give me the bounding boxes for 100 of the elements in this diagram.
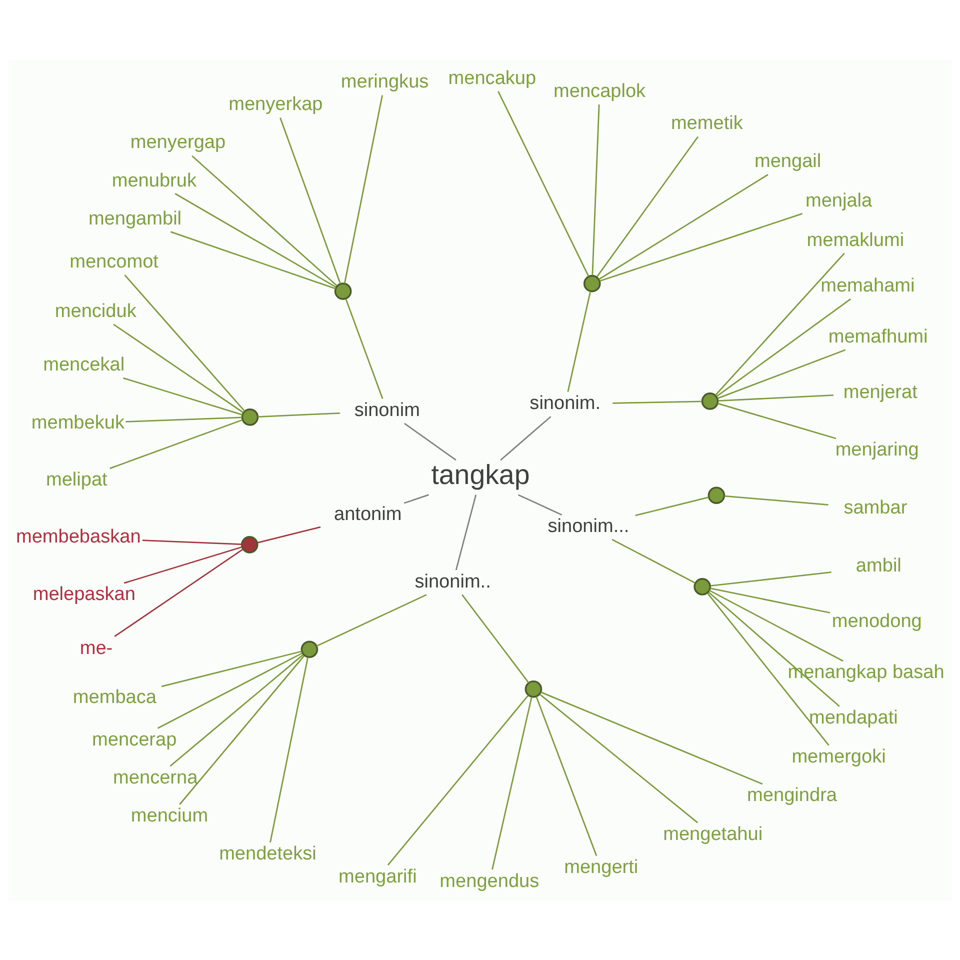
- connector: [404, 494, 429, 504]
- connector: [124, 546, 242, 584]
- connector: [161, 650, 302, 687]
- node-text: me-: [80, 637, 113, 658]
- node-text: memahami: [820, 274, 915, 296]
- node-circle: [241, 408, 259, 426]
- connector: [536, 696, 598, 856]
- connector: [612, 538, 696, 583]
- node-text: sinonim..: [414, 570, 491, 592]
- node-text: mendeteksi: [219, 843, 316, 864]
- connector: [126, 416, 242, 422]
- node-text: membebaskan: [16, 526, 141, 548]
- connector: [316, 594, 427, 646]
- node-text: mencaplok: [554, 80, 646, 102]
- connector: [600, 212, 802, 282]
- connector: [635, 496, 709, 516]
- connector: [598, 174, 768, 280]
- node-text: mendapati: [808, 706, 898, 728]
- connector: [345, 298, 384, 398]
- node-text: memetik: [670, 112, 743, 134]
- node-text: mencerap: [92, 728, 177, 750]
- connector: [344, 94, 383, 283]
- node-circle: [583, 274, 601, 292]
- node-text: sinonim.: [530, 392, 601, 414]
- node-text: mengambil: [88, 208, 182, 229]
- connector: [724, 494, 828, 506]
- connector: [716, 298, 851, 396]
- connector: [462, 594, 530, 683]
- node-text: memaklumi: [806, 229, 904, 250]
- node-circle: [701, 392, 719, 410]
- connector: [113, 323, 244, 413]
- node-circle: [334, 282, 352, 300]
- connector: [540, 694, 698, 823]
- connector: [110, 418, 243, 469]
- node-text: sambar: [844, 497, 908, 518]
- connector: [567, 290, 591, 392]
- node-circle: [300, 640, 318, 658]
- node-circle: [708, 486, 726, 504]
- node-text: menjaring: [835, 439, 919, 460]
- connector: [174, 192, 336, 288]
- connector: [710, 571, 832, 586]
- connector: [492, 696, 532, 870]
- connector: [540, 691, 763, 784]
- node-text: mengendus: [440, 870, 540, 892]
- node-circle: [694, 578, 711, 595]
- node-text: meringkus: [340, 71, 429, 92]
- node-text: mencomot: [70, 251, 158, 272]
- connector: [708, 591, 840, 706]
- node-text: menjerat: [843, 381, 918, 402]
- connector: [170, 230, 336, 289]
- connector: [257, 526, 321, 543]
- connector: [498, 90, 590, 276]
- connector: [142, 539, 242, 545]
- connector: [715, 252, 845, 396]
- connector: [518, 494, 562, 515]
- connector: [717, 348, 846, 398]
- node-text: menodong: [832, 610, 922, 632]
- connector: [709, 589, 844, 662]
- connector: [114, 548, 244, 637]
- connector: [270, 656, 309, 842]
- node-text: antonim: [334, 504, 402, 525]
- node-text: mengarifi: [338, 866, 417, 887]
- node-text: sinonim...: [548, 515, 630, 536]
- node-text: memergoki: [792, 746, 886, 768]
- connector: [612, 400, 702, 404]
- connector: [280, 116, 341, 284]
- node-text: membaca: [72, 686, 156, 708]
- node-text: menyergap: [130, 132, 226, 153]
- node-text: mengail: [754, 150, 822, 172]
- node-text: sinonim: [354, 399, 420, 420]
- connector: [706, 592, 830, 746]
- connector: [124, 274, 246, 412]
- node-text: mencakup: [448, 67, 536, 88]
- node-text: menubruk: [112, 170, 197, 191]
- connector: [500, 416, 552, 460]
- connector: [710, 587, 830, 613]
- node-text: mengindra: [747, 784, 837, 806]
- node-text: mencium: [130, 804, 208, 826]
- node-text: mengetahui: [663, 823, 763, 844]
- node-text: memafhumi: [828, 326, 928, 347]
- connector: [192, 154, 338, 286]
- node-text: mengerti: [564, 856, 638, 878]
- connector: [455, 494, 477, 570]
- connector: [170, 654, 304, 766]
- node-text: menciduk: [54, 300, 136, 322]
- node-text: melipat: [46, 468, 108, 490]
- connector: [387, 694, 529, 865]
- node-circle: [240, 536, 258, 553]
- connector: [596, 136, 699, 277]
- node-text: membekuk: [31, 412, 124, 433]
- node-text: menyerkap: [228, 94, 323, 115]
- connector: [717, 402, 836, 439]
- connector: [123, 376, 243, 415]
- connector: [179, 654, 305, 804]
- node-text: mencerna: [113, 766, 198, 788]
- connector: [258, 412, 340, 417]
- node-circle: [524, 680, 542, 698]
- connector: [404, 422, 456, 460]
- connector: [718, 394, 834, 401]
- connector: [592, 104, 600, 275]
